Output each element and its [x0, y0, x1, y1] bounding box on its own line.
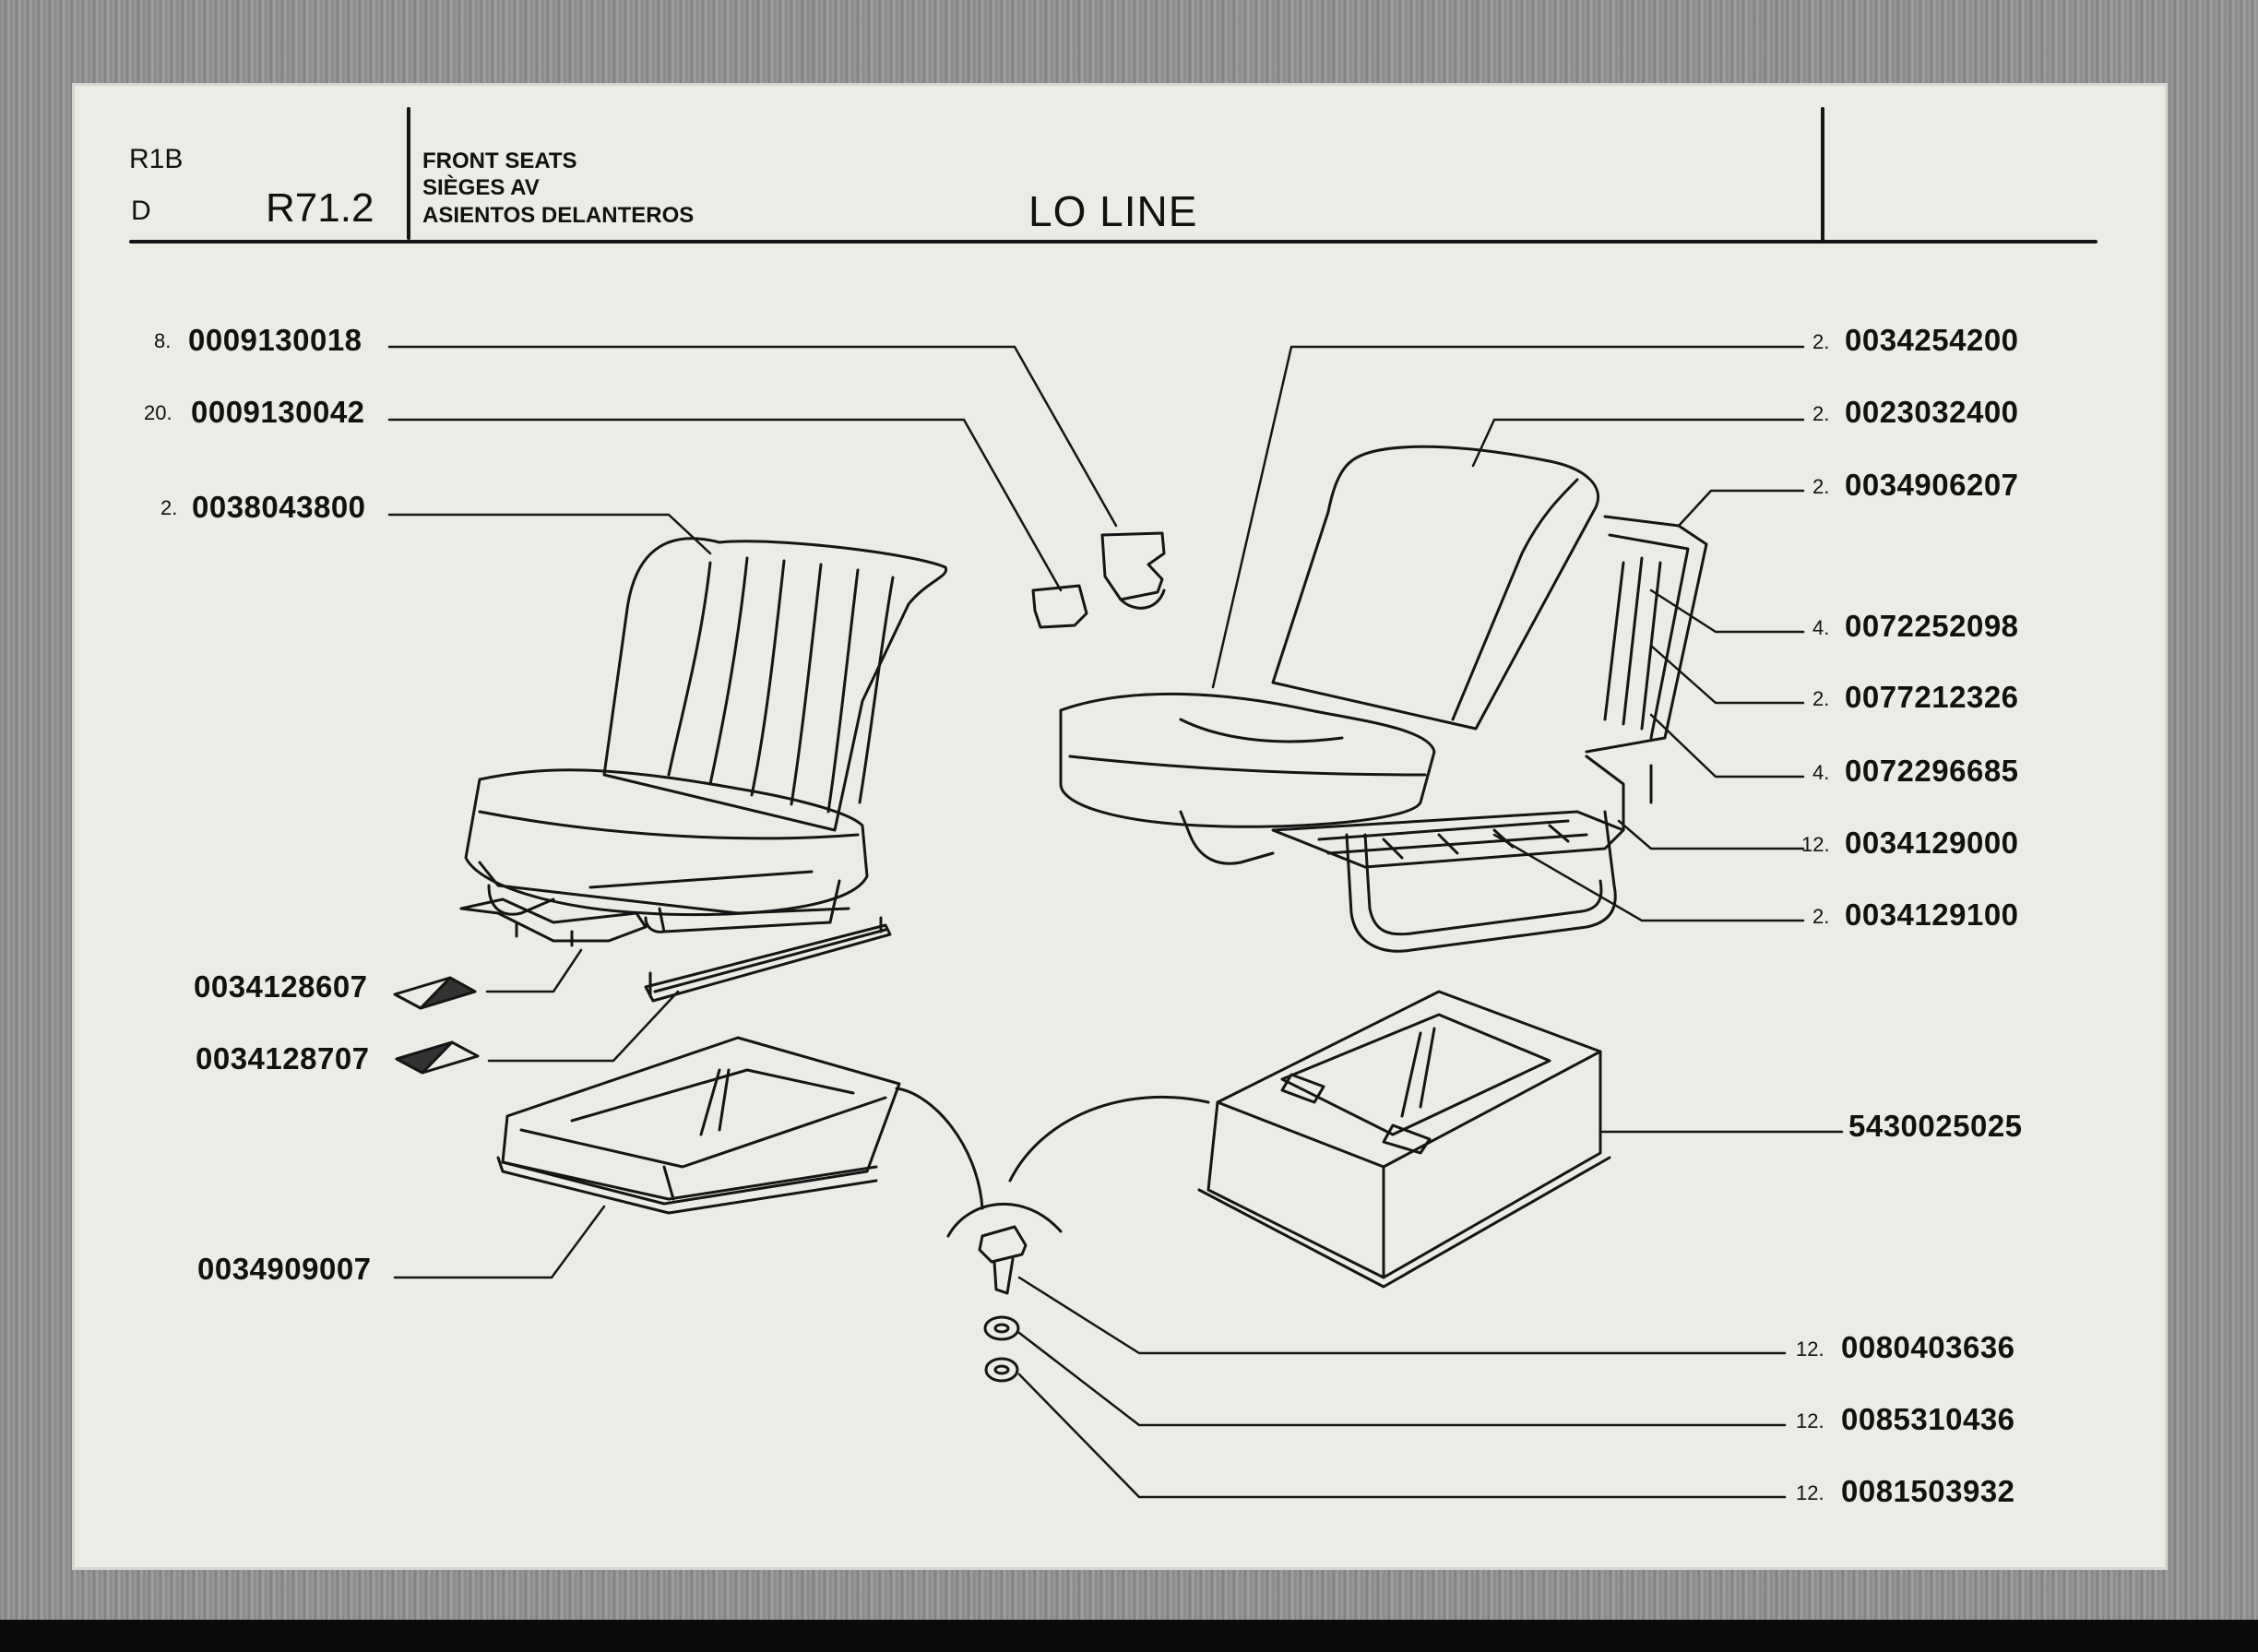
part-number: 0072296685	[1845, 754, 2019, 788]
part-number: 0034254200	[1845, 323, 2019, 357]
header-rules	[129, 107, 2098, 244]
header-name-en: FRONT SEATS	[422, 149, 577, 173]
part-qty: 8.	[154, 329, 172, 352]
leader-lines	[387, 345, 1844, 1499]
header-name-es: ASIENTOS DELANTEROS	[422, 203, 695, 228]
right-seat-illustration	[1059, 445, 1708, 953]
part-number: 0034909007	[197, 1252, 372, 1286]
part-qty: 2.	[1812, 330, 1830, 353]
header-version-title: LO LINE	[1028, 187, 1198, 235]
part-number: 0080403636	[1841, 1330, 2015, 1364]
diamond-symbols	[393, 976, 480, 1075]
bottom-dark-band	[0, 1620, 2258, 1652]
part-qty: 12.	[1796, 1337, 1824, 1361]
header-code-top: R1B	[129, 144, 184, 174]
part-number: 0023032400	[1845, 395, 2019, 429]
part-number: 0034128607	[194, 969, 368, 1004]
part-number: 0009130042	[191, 395, 365, 429]
right-seat-base-frame	[1197, 990, 1611, 1289]
part-qty: 2.	[1812, 402, 1830, 425]
part-number: 0077212326	[1845, 680, 2019, 714]
part-number: 0009130018	[188, 323, 362, 357]
part-qty: 20.	[144, 401, 172, 424]
part-number: 0034129100	[1845, 897, 2019, 932]
part-qty: 2.	[1812, 475, 1830, 498]
part-number: 0034129000	[1845, 826, 2019, 860]
part-number: 0034906207	[1845, 468, 2019, 502]
header-code-bottom: D	[131, 196, 151, 226]
part-qty: 2.	[1812, 905, 1830, 928]
left-seat-base-frame	[496, 1036, 901, 1215]
parts-catalog-sheet	[72, 83, 2168, 1570]
bolt-and-washers	[895, 1087, 1210, 1383]
part-qty: 12.	[1801, 833, 1830, 856]
clip-parts	[1031, 531, 1166, 629]
part-number: 0038043800	[192, 490, 366, 524]
part-qty: 12.	[1796, 1481, 1824, 1504]
part-qty: 4.	[1812, 761, 1830, 784]
part-number: 0034128707	[196, 1041, 370, 1076]
part-qty: 2.	[1812, 687, 1830, 710]
part-qty: 12.	[1796, 1409, 1824, 1432]
left-seat-illustration	[459, 537, 948, 1003]
part-qty: 4.	[1812, 616, 1830, 639]
part-number: 0081503932	[1841, 1474, 2015, 1508]
header-ref: R71.2	[266, 185, 374, 231]
part-qty: 2.	[160, 496, 178, 519]
part-number: 0072252098	[1845, 609, 2019, 643]
part-number: 0085310436	[1841, 1402, 2015, 1436]
part-number: 5430025025	[1848, 1109, 2023, 1143]
header-name-fr: SIÈGES AV	[422, 175, 540, 200]
